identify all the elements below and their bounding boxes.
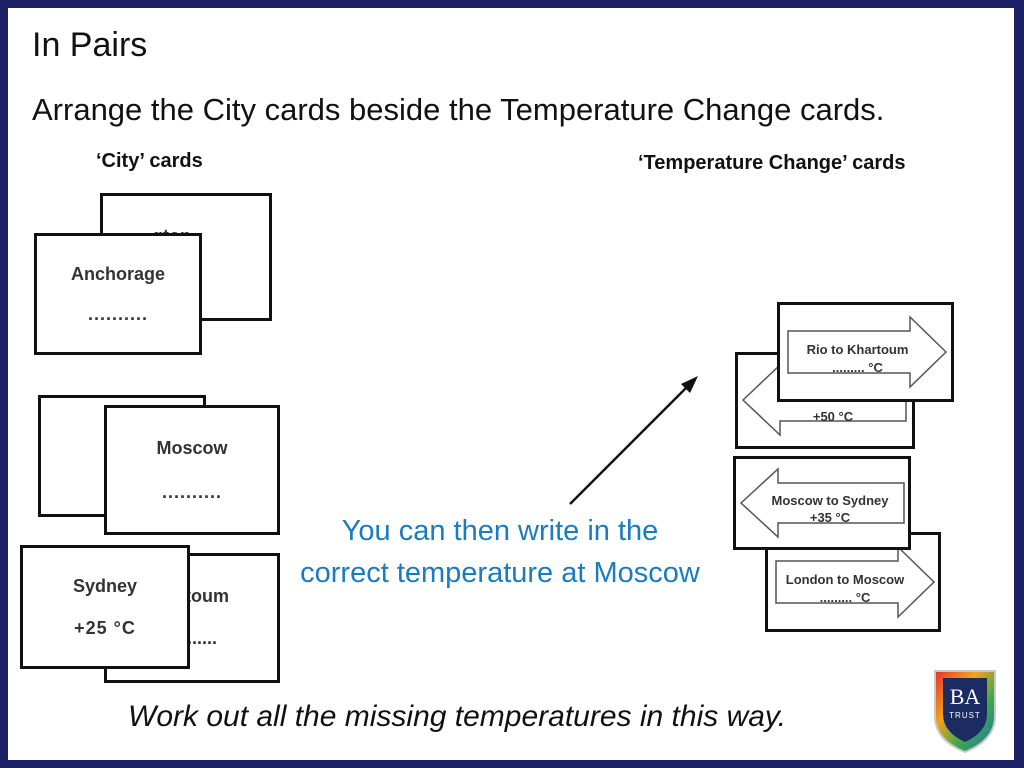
temperature-cards-heading: ‘Temperature Change’ cards — [638, 152, 906, 174]
logo-word: TRUST — [949, 711, 981, 720]
city-card-moscow[interactable]: Moscow .......... — [104, 405, 280, 535]
temp-card-rio-khartoum[interactable]: Rio to Khartoum ......... °C — [777, 302, 954, 402]
city-card-anchorage[interactable]: Anchorage .......... — [34, 233, 202, 355]
city-card-value: .......... — [87, 304, 148, 324]
city-card-sydney[interactable]: Sydney +25 °C — [20, 545, 190, 669]
left-arrow-icon — [739, 467, 905, 539]
temp-card-route: Rio to Khartoum — [806, 342, 909, 357]
slide: In Pairs Arrange the City cards beside t… — [8, 8, 1014, 760]
pointer-arrow-icon — [569, 376, 698, 505]
logo-letters: BA — [949, 684, 981, 709]
temp-card-value: +35 °C — [809, 510, 851, 525]
temp-card-route: London to Moscow — [785, 572, 905, 587]
instruction-text: Arrange the City cards beside the Temper… — [32, 92, 885, 127]
hint-text: You can then write in the correct temper… — [300, 515, 700, 589]
city-card-name: Anchorage — [70, 264, 166, 284]
temp-card-route: Moscow to Sydney — [771, 493, 889, 508]
city-cards-heading: ‘City’ cards — [96, 150, 203, 172]
city-card-name: Sydney — [72, 576, 138, 596]
page-title: In Pairs — [32, 26, 148, 64]
right-arrow-icon — [787, 315, 948, 389]
temp-card-value: +50 °C — [812, 409, 854, 424]
temp-card-value: ......... °C — [832, 360, 883, 375]
city-card-value: +25 °C — [74, 618, 136, 638]
footer-instruction: Work out all the missing temperatures in… — [128, 700, 787, 733]
city-card-value-fragment: ...... — [187, 628, 218, 648]
city-card-value: .......... — [161, 482, 222, 502]
ba-trust-logo-icon — [934, 670, 996, 754]
city-card-name: Moscow — [156, 438, 228, 458]
temp-card-moscow-sydney[interactable]: Moscow to Sydney +35 °C — [733, 456, 911, 550]
temp-card-value: ......... °C — [819, 590, 871, 605]
city-card-name-fragment: toum — [185, 586, 229, 606]
right-arrow-icon — [775, 545, 936, 619]
